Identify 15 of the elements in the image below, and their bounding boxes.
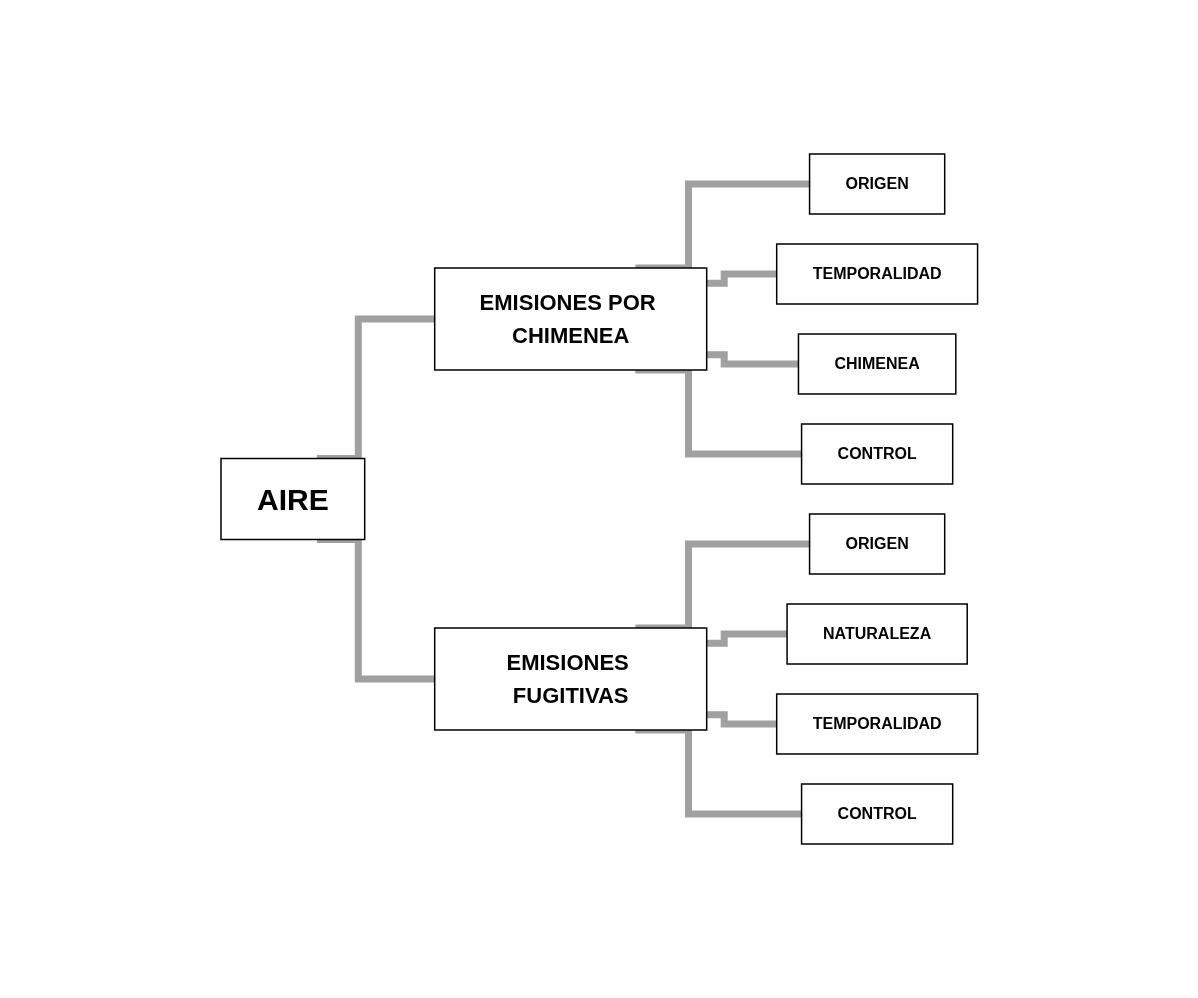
node-box: ORIGEN [808, 153, 946, 215]
connector [706, 711, 777, 728]
node-box: NATURALEZA [786, 603, 968, 665]
node-box: EMISIONES POR CHIMENEA [433, 267, 708, 371]
node-box: ORIGEN [808, 513, 946, 575]
connector [706, 270, 777, 287]
node-box: TEMPORALIDAD [775, 243, 979, 305]
connector [706, 351, 799, 368]
node-box: CONTROL [800, 783, 954, 845]
node-box: AIRE [219, 457, 366, 541]
node-box: CONTROL [800, 423, 954, 485]
node-box: EMISIONES FUGITIVAS [433, 627, 708, 731]
connector [706, 630, 787, 647]
node-box: CHIMENEA [797, 333, 957, 395]
node-box: TEMPORALIDAD [775, 693, 979, 755]
